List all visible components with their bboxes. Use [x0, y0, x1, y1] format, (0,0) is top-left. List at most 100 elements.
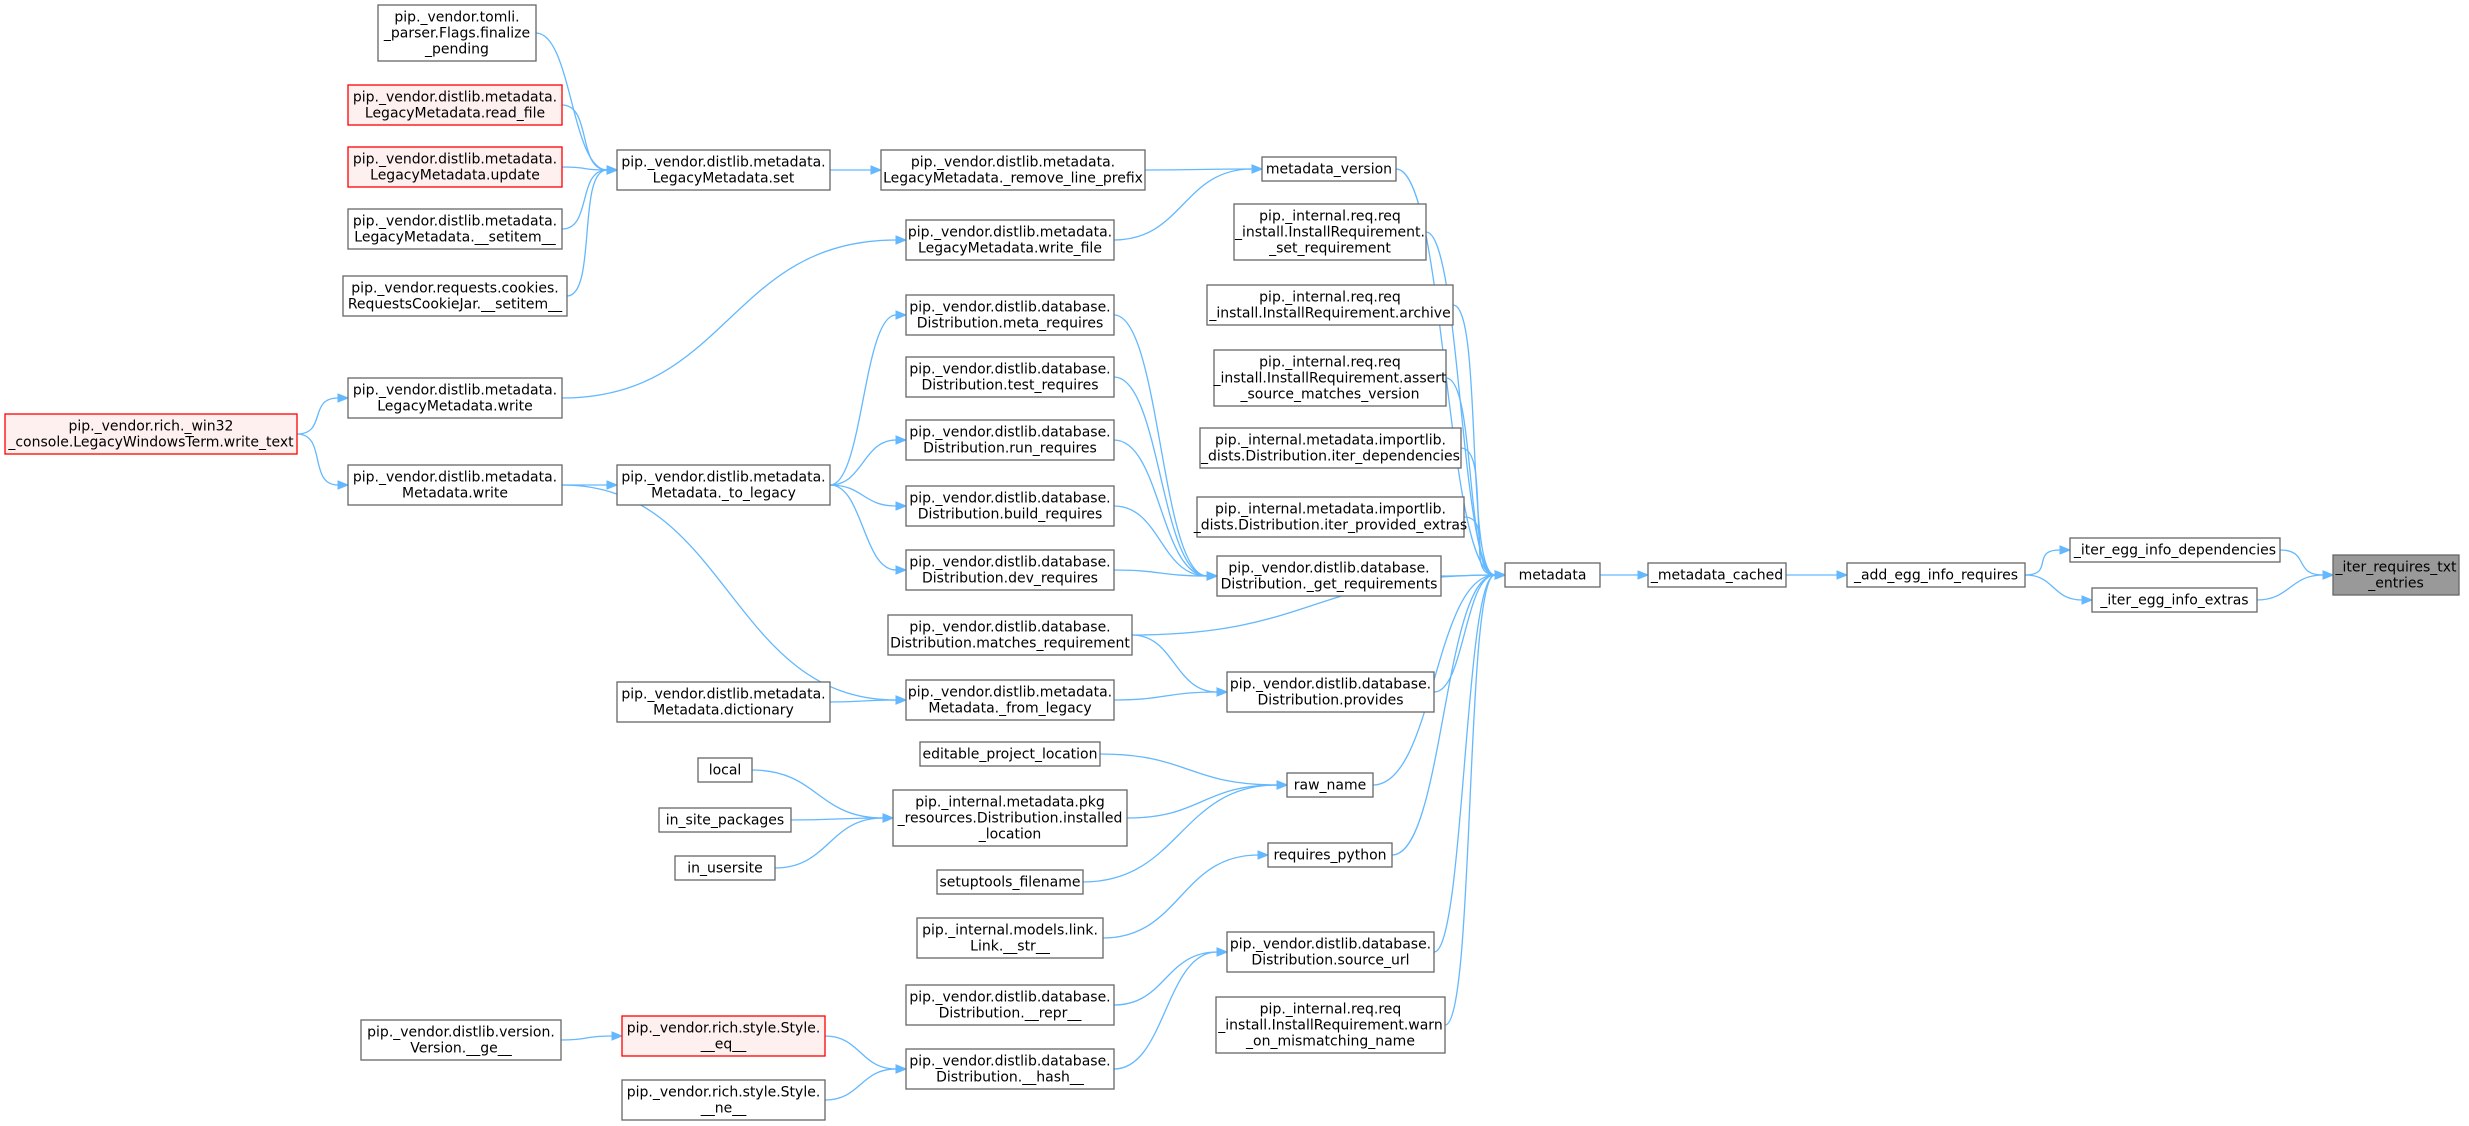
node-label-line: Distribution.matches_requirement	[890, 636, 1130, 652]
node-in-site-packages[interactable]: in_site_packages	[658, 807, 792, 833]
node-legacy-setitem[interactable]: pip._vendor.distlib.metadata.LegacyMetad…	[347, 208, 563, 250]
node-rich-write-text[interactable]: pip._vendor.rich._win32_console.LegacyWi…	[4, 413, 298, 455]
node-label-line: pip._internal.models.link.	[922, 923, 1098, 939]
edge-metadata-to-legacy-to-dev-requires	[829, 484, 908, 575]
node-box	[1226, 931, 1435, 973]
node-link-str[interactable]: pip._internal.models.link.Link.__str__	[916, 917, 1104, 959]
node-metadata-write[interactable]: pip._vendor.distlib.metadata.Metadata.wr…	[347, 464, 563, 506]
node-test-requires[interactable]: pip._vendor.distlib.database.Distributio…	[905, 356, 1115, 398]
edge-line	[824, 1068, 897, 1101]
edge-arrowhead	[606, 480, 619, 490]
edge-line	[561, 104, 608, 171]
node-matches-requirement[interactable]: pip._vendor.distlib.database.Distributio…	[887, 614, 1133, 656]
node-get-requirements[interactable]: pip._vendor.distlib.database.Distributio…	[1216, 555, 1442, 597]
node-raw-name[interactable]: raw_name	[1286, 772, 1374, 798]
node-provides[interactable]: pip._vendor.distlib.database.Distributio…	[1226, 671, 1435, 713]
edge-line	[1113, 314, 1208, 577]
node-setuptools-filename[interactable]: setuptools_filename	[936, 869, 1084, 895]
node-metadata-cached[interactable]: _metadata_cached	[1647, 562, 1787, 588]
node-source-url[interactable]: pip._vendor.distlib.database.Distributio…	[1226, 931, 1435, 973]
node-warn-mismatching[interactable]: pip._internal.req.req_install.InstallReq…	[1215, 996, 1446, 1054]
node-dist-hash[interactable]: pip._vendor.distlib.database.Distributio…	[905, 1048, 1115, 1090]
node-local[interactable]: local	[697, 757, 753, 783]
node-legacy-write-file[interactable]: pip._vendor.distlib.metadata.LegacyMetad…	[905, 219, 1115, 261]
edge-line	[1082, 784, 1278, 883]
edge-arrowhead	[895, 310, 908, 320]
edge-line	[1113, 168, 1253, 241]
node-iter-egg-info-dependencies[interactable]: _iter_egg_info_dependencies	[2069, 537, 2281, 563]
node-style-eq[interactable]: pip._vendor.rich.style.Style.__eq__	[621, 1015, 826, 1057]
node-box	[1233, 203, 1427, 261]
node-label-line: pip._vendor.distlib.metadata.	[621, 155, 825, 171]
node-iter-provided-extras[interactable]: pip._internal.metadata.importlib._dists.…	[1193, 496, 1467, 538]
node-legacy-set[interactable]: pip._vendor.distlib.metadata.LegacyMetad…	[616, 149, 831, 191]
edge-arrowhead	[611, 1031, 624, 1041]
edges-layer	[296, 32, 2335, 1101]
node-label-line: _add_egg_info_requires	[1853, 568, 2018, 584]
edge-legacy-setitem-to-legacy-set	[561, 165, 619, 230]
edge-arrowhead	[1216, 687, 1229, 697]
node-requires-python[interactable]: requires_python	[1267, 842, 1393, 868]
node-add-egg-info-requires[interactable]: _add_egg_info_requires	[1846, 562, 2026, 588]
edge-metadata-to-legacy-to-build-requires	[829, 484, 908, 511]
edge-line	[824, 1035, 897, 1070]
node-remove-line-prefix[interactable]: pip._vendor.distlib.metadata.LegacyMetad…	[880, 149, 1146, 191]
node-cookiejar-setitem[interactable]: pip._vendor.requests.cookies.RequestsCoo…	[342, 275, 568, 317]
edge-dist-hash-to-source-url	[1113, 947, 1229, 1070]
node-style-ne[interactable]: pip._vendor.rich.style.Style.__ne__	[621, 1079, 826, 1121]
node-label-line: Distribution.provides	[1258, 693, 1404, 709]
node-dist-repr[interactable]: pip._vendor.distlib.database.Distributio…	[905, 984, 1115, 1026]
node-label-line: raw_name	[1294, 778, 1367, 794]
edge-iter-egg-info-extras-to-iter-requires-txt-entries	[2256, 570, 2335, 601]
node-legacy-write[interactable]: pip._vendor.distlib.metadata.LegacyMetad…	[347, 377, 563, 419]
edge-arrowhead	[895, 235, 908, 245]
edge-line	[561, 484, 897, 701]
node-meta-requires[interactable]: pip._vendor.distlib.database.Distributio…	[905, 294, 1115, 336]
node-box	[621, 1079, 826, 1121]
node-box	[905, 219, 1115, 261]
node-box	[360, 1019, 562, 1061]
node-box	[905, 419, 1115, 461]
node-legacy-update[interactable]: pip._vendor.distlib.metadata.LegacyMetad…	[347, 146, 563, 188]
node-label-line: pip._vendor.distlib.version.	[367, 1025, 555, 1041]
node-metadata-to-legacy[interactable]: pip._vendor.distlib.metadata.Metadata._t…	[616, 464, 831, 506]
node-iter-dependencies[interactable]: pip._internal.metadata.importlib._dists.…	[1199, 427, 1462, 469]
node-installed-location[interactable]: pip._internal.metadata.pkg_resources.Dis…	[892, 789, 1128, 847]
node-dev-requires[interactable]: pip._vendor.distlib.database.Distributio…	[905, 549, 1115, 591]
node-version-ge[interactable]: pip._vendor.distlib.version.Version.__ge…	[360, 1019, 562, 1061]
node-label-line: pip._vendor.distlib.database.	[909, 362, 1110, 378]
node-box	[347, 464, 563, 506]
node-set-requirement[interactable]: pip._internal.req.req_install.InstallReq…	[1233, 203, 1427, 261]
node-box	[1286, 772, 1374, 798]
node-label-line: pip._vendor.distlib.database.	[1230, 937, 1431, 953]
node-in-usersite[interactable]: in_usersite	[674, 855, 776, 881]
node-editable-project-location[interactable]: editable_project_location	[919, 741, 1101, 767]
node-label-line: _dists.Distribution.iter_dependencies	[1200, 449, 1460, 465]
node-iter-requires-txt-entries[interactable]: _iter_requires_txt_entries	[2332, 554, 2460, 596]
edge-arrowhead	[1257, 850, 1270, 860]
node-metadata-dictionary[interactable]: pip._vendor.distlib.metadata.Metadata.di…	[616, 681, 831, 723]
node-metadata[interactable]: metadata	[1504, 562, 1601, 588]
node-assert-source[interactable]: pip._internal.req.req_install.InstallReq…	[1212, 349, 1447, 407]
node-legacy-read-file[interactable]: pip._vendor.distlib.metadata.LegacyMetad…	[347, 84, 563, 126]
node-box	[1199, 427, 1462, 469]
node-label-line: _set_requirement	[1268, 241, 1391, 257]
node-box	[936, 869, 1084, 895]
node-build-requires[interactable]: pip._vendor.distlib.database.Distributio…	[905, 485, 1115, 527]
node-iter-egg-info-extras[interactable]: _iter_egg_info_extras	[2091, 587, 2258, 613]
edge-dist-repr-to-source-url	[1113, 947, 1229, 1006]
node-label-line: _pending	[424, 42, 489, 58]
node-metadata-version[interactable]: metadata_version	[1261, 156, 1397, 182]
node-label-line: _console.LegacyWindowsTerm.write_text	[7, 435, 294, 451]
node-archive[interactable]: pip._internal.req.req_install.InstallReq…	[1206, 284, 1454, 326]
node-flags-finalize[interactable]: pip._vendor.tomli._parser.Flags.finalize…	[377, 4, 537, 62]
node-from-legacy[interactable]: pip._vendor.distlib.metadata.Metadata._f…	[905, 679, 1115, 721]
edge-line	[1126, 784, 1278, 819]
node-run-requires[interactable]: pip._vendor.distlib.database.Distributio…	[905, 419, 1115, 461]
edge-arrowhead	[1276, 780, 1289, 790]
node-label-line: Distribution.meta_requires	[917, 316, 1104, 332]
edge-line	[1113, 376, 1208, 577]
node-label-line: in_site_packages	[666, 813, 784, 829]
node-label-line: LegacyMetadata.write	[377, 399, 533, 415]
